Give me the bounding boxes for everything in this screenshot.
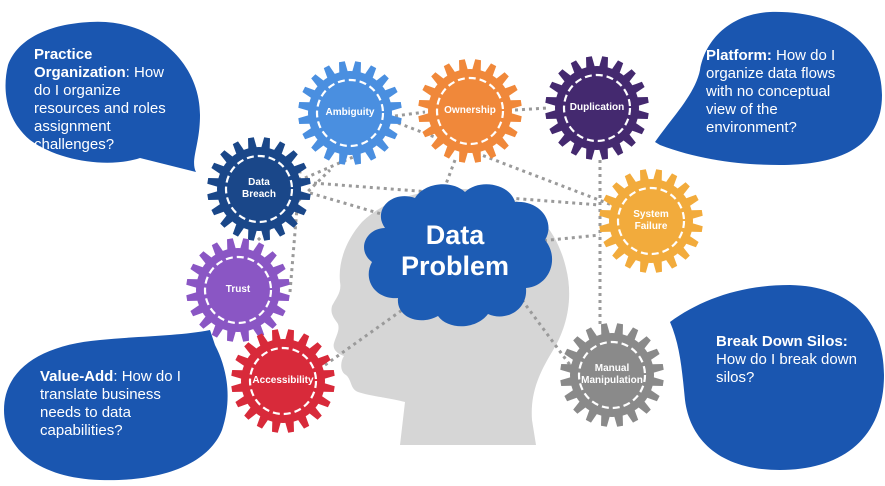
gear-body [207,137,311,241]
gear-dashed-ring [315,78,385,148]
gear-dashed-ring [577,340,647,410]
gear-label-data-breach: Data Breach [242,177,276,200]
gear-ambiguity [298,61,402,165]
brain-cloud [364,184,553,327]
break-down-silos-body: How do I break down silos? [716,351,857,386]
gear-dashed-ring [616,186,686,256]
gear-accessibility [231,329,335,433]
gear-label-trust: Trust [225,284,251,295]
connector-line [299,180,601,207]
connector-line [514,106,549,112]
gear-body [186,238,290,342]
gear-duplication [545,56,649,160]
connector-line [309,191,396,220]
break-down-silos-text: Break Down Silos: How do I break down si… [716,333,861,387]
gear-dashed-ring [435,76,505,146]
gear-label-system-failure: System Failure [633,209,669,232]
break-down-silos-heading: Break Down Silos: [716,333,848,350]
gear-body [231,329,335,433]
gear-dashed-ring [248,346,318,416]
value-add-heading: Value-Add [40,368,114,385]
connector-line [384,116,613,207]
platform-heading: Platform: [706,47,772,64]
practice-organization-text: Practice Organization: How do I organize… [34,46,184,154]
gear-manual-manipulation [560,323,664,427]
connector-line [529,233,601,244]
gear-dashed-ring [224,154,294,224]
center-title-line2: Problem [400,251,510,281]
gear-body [560,323,664,427]
practice-organization-heading: Practice Organization [34,46,126,81]
gear-system-failure [599,169,703,273]
gear-body [298,61,402,165]
gear-dashed-ring [203,255,273,325]
gear-dashed-ring [562,73,632,143]
connector-line [394,110,426,118]
gear-body [545,56,649,160]
practice-organization-body: : How do I organize resources and roles … [34,64,166,153]
gear-label-accessibility: Accessibility [252,375,314,386]
value-add-bubble [4,330,228,481]
gear-label-duplication: Duplication [569,102,625,113]
value-add-text: Value-Add: How do I translate business n… [40,368,205,440]
gear-body [599,169,703,273]
gear-trust [186,238,290,342]
gear-label-manual-manipulation: Manual Manipulation [581,363,643,386]
practice-organization-bubble [5,21,201,172]
break-down-silos-bubble [670,285,884,470]
gear-label-ambiguity: Ambiguity [325,107,375,118]
gear-body [418,59,522,163]
gears-layer [186,56,703,433]
center-title: Data Problem [401,220,509,282]
platform-body: How do I organize data flows with no con… [706,47,836,136]
gear-label-ownership: Ownership [444,105,496,116]
value-add-body: : How do I translate business needs to d… [40,368,181,439]
gear-ownership [418,59,522,163]
connector-line [304,152,361,180]
platform-bubble [655,11,882,166]
connector-line [324,306,406,367]
center-title-line1: Data [425,220,485,250]
platform-text: Platform: How do I organize data flows w… [706,47,856,137]
gear-data-breach [207,137,311,241]
